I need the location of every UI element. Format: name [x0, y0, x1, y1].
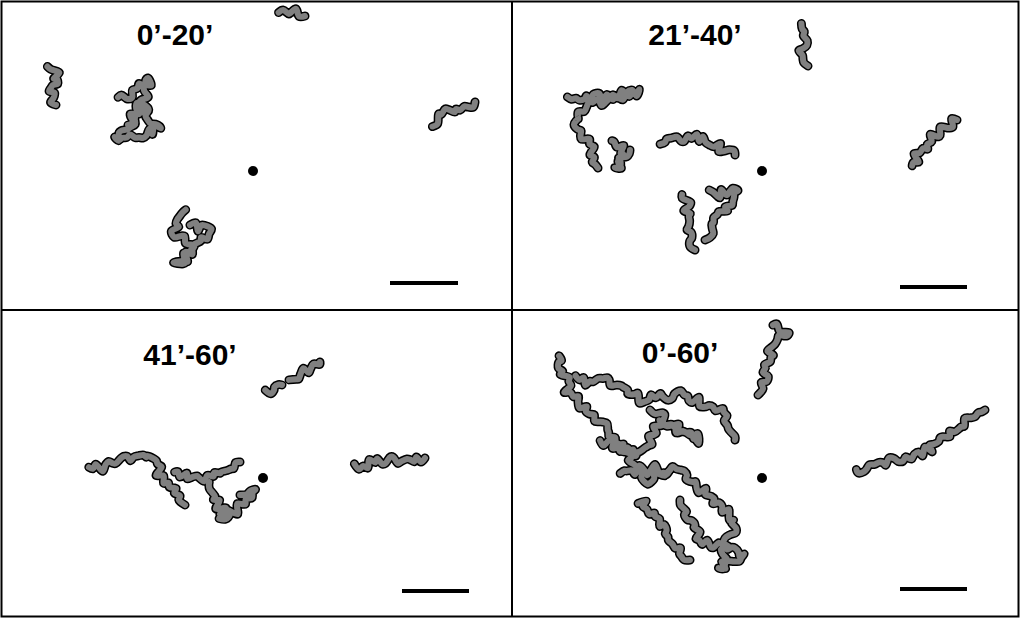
- trajectory-outline: [705, 188, 738, 240]
- trajectory: [600, 410, 699, 456]
- trajectory: [171, 210, 211, 264]
- trajectory-outline: [171, 210, 211, 264]
- trajectory: [47, 67, 59, 105]
- trajectory-outline: [856, 410, 985, 473]
- trajectory: [567, 89, 639, 168]
- trajectory-outline: [279, 9, 305, 17]
- trajectory-outline: [600, 410, 699, 456]
- trajectory: [175, 462, 240, 481]
- trajectory-outline: [799, 23, 808, 66]
- trajectory: [279, 9, 305, 17]
- trajectory-outline: [175, 462, 240, 481]
- trajectory: [705, 188, 738, 240]
- trajectory-group: [47, 9, 985, 569]
- trajectory-outline: [660, 134, 735, 155]
- trajectory: [354, 456, 425, 469]
- trajectory-outline: [89, 455, 185, 505]
- trajectory: [115, 78, 161, 141]
- trajectory-outline: [354, 456, 425, 469]
- scale-bar: [900, 587, 967, 591]
- origin-dot: [248, 166, 258, 176]
- scale-bar: [390, 281, 458, 285]
- panel-title: 21’-40’: [648, 20, 741, 50]
- panel-divider: [1, 309, 1019, 311]
- trajectory-outline: [567, 89, 639, 168]
- trajectory: [856, 410, 985, 473]
- trajectory-outline: [209, 482, 226, 515]
- trajectory: [912, 118, 957, 165]
- trajectory-outline: [620, 465, 744, 570]
- trajectory: [758, 324, 789, 395]
- trajectory-outline: [115, 78, 161, 141]
- trajectory-outline: [47, 67, 59, 105]
- trajectory-outline: [612, 141, 630, 169]
- origin-dot: [757, 473, 767, 483]
- trajectory-outline: [432, 102, 475, 127]
- trajectory: [289, 362, 320, 380]
- trajectory: [682, 195, 695, 250]
- scale-bar: [900, 285, 967, 289]
- trajectory: [89, 455, 185, 505]
- panel-title: 41’-60’: [143, 340, 236, 370]
- scale-bar: [402, 589, 469, 593]
- trajectory-outline: [265, 385, 282, 394]
- trajectory: [612, 141, 630, 169]
- trajectory: [660, 134, 735, 155]
- origin-dot: [258, 473, 268, 483]
- origin-dot: [757, 166, 767, 176]
- panel-title: 0’-60’: [642, 338, 719, 368]
- trajectory: [219, 489, 255, 519]
- trajectory-outline: [682, 195, 695, 250]
- trajectory-outline: [758, 324, 789, 395]
- trajectory: [799, 23, 808, 66]
- trajectory: [638, 501, 690, 560]
- trajectory: [620, 465, 744, 570]
- trajectory-outline: [289, 362, 320, 380]
- trajectory: [432, 102, 475, 127]
- trajectory-outline: [912, 118, 957, 165]
- trajectory: [209, 482, 226, 515]
- panel-title: 0’-20’: [137, 20, 214, 50]
- trajectory: [265, 385, 282, 394]
